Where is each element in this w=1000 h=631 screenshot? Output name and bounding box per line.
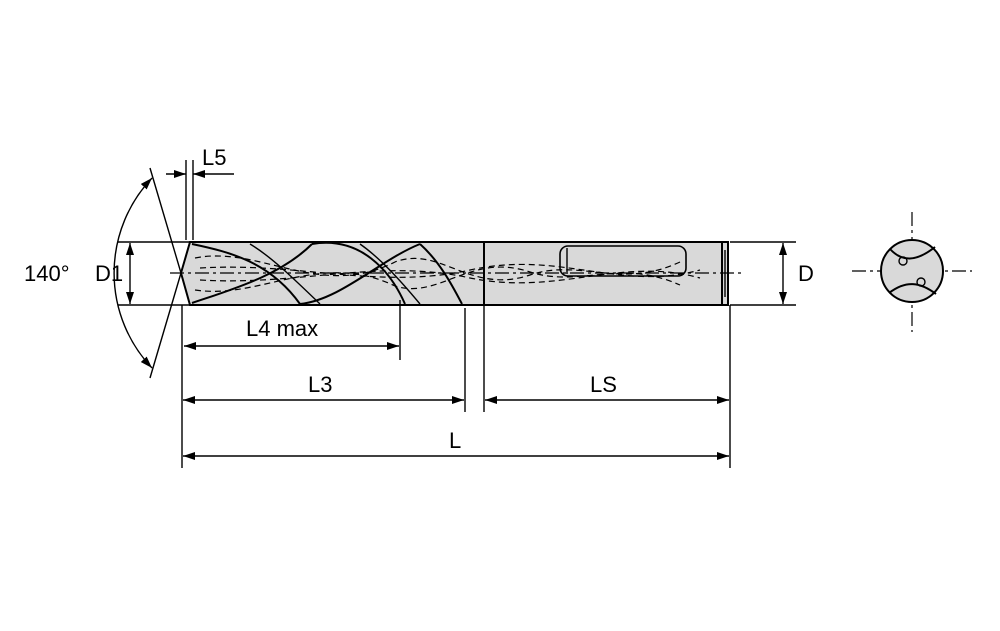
ls-label: LS [590,372,617,397]
l-dimension: L [183,428,729,460]
d1-dimension: D1 [95,241,190,306]
drill-end-view [852,212,972,332]
point-angle-dimension: 140° [24,167,182,379]
l4-dimension: L4 max [184,300,401,360]
d1-label: D1 [95,261,123,286]
d-label: D [798,261,814,286]
l-label: L [449,428,461,453]
l3-dimension: L3 [181,305,466,468]
angle-label: 140° [24,261,70,286]
ls-dimension: LS [483,305,731,468]
d-dimension: D [730,241,814,306]
l5-label: L5 [202,145,226,170]
l4-label: L4 max [246,316,318,341]
coolant-channels [194,255,701,292]
drill-side-view [170,241,745,306]
shank-flat [559,245,687,277]
l3-label: L3 [308,372,332,397]
l5-dimension: L5 [166,145,234,240]
